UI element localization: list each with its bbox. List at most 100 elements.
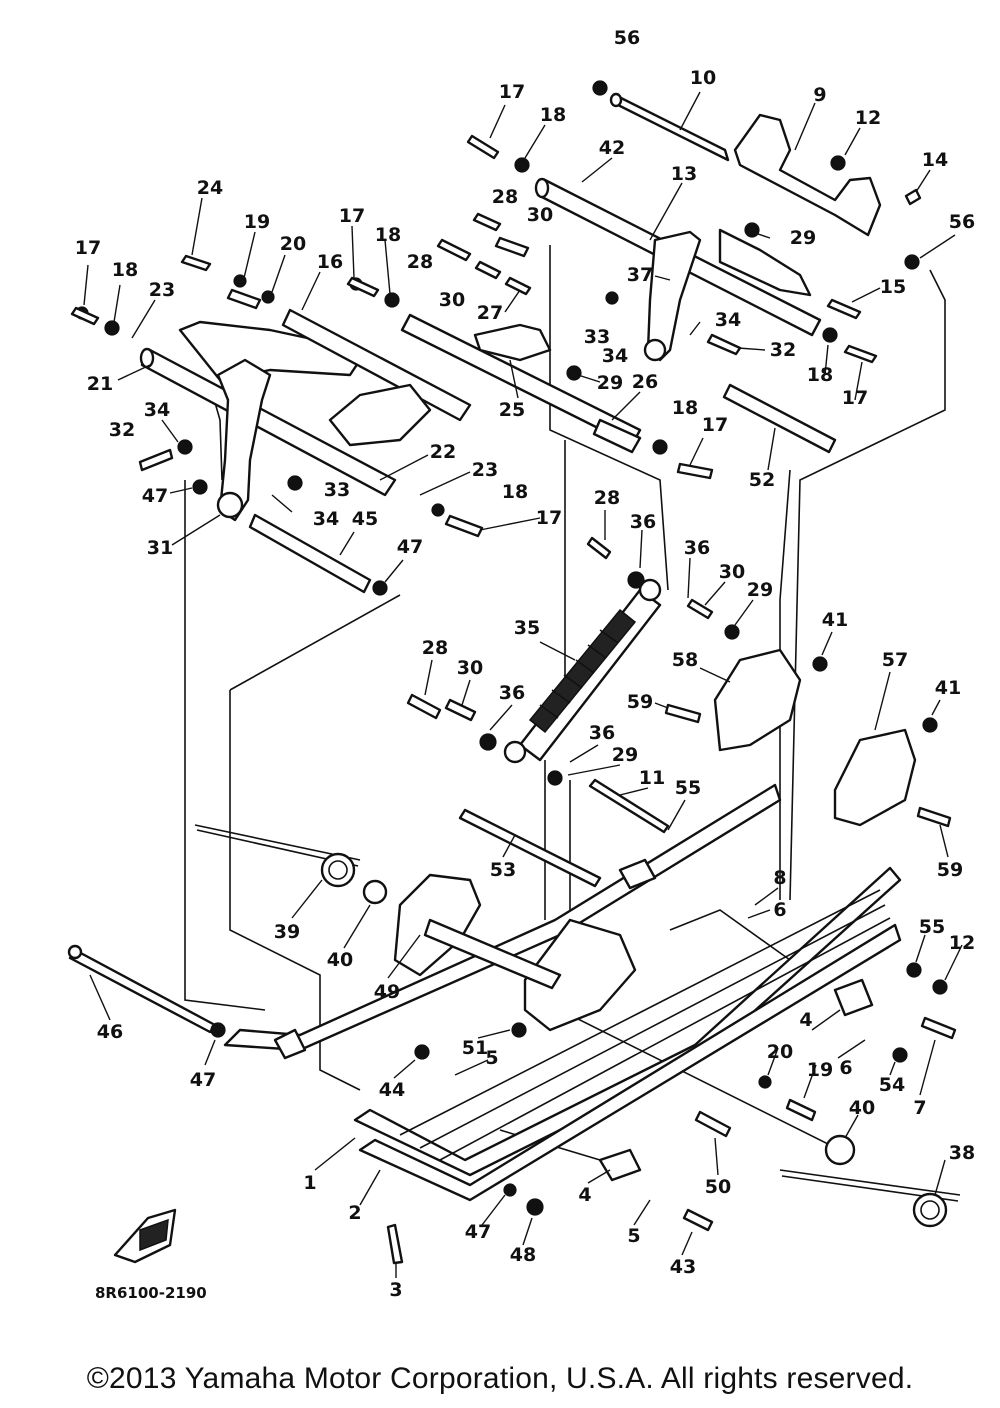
callout-label: 34: [144, 399, 170, 421]
callout-label: 29: [790, 227, 816, 249]
callout-label: 38: [949, 1142, 975, 1164]
callout-label: 36: [589, 722, 615, 744]
suspension-exploded-diagram: 56 10 9 17 18 12 14 42 13 56 24 28 30 29…: [67, 27, 975, 1302]
callout-label: 12: [855, 107, 881, 129]
callout-label: 30: [719, 561, 745, 583]
callout-label: 21: [87, 373, 113, 395]
callout-label: 2: [348, 1202, 361, 1224]
callout-label: 11: [639, 767, 665, 789]
callout-label: 5: [485, 1047, 498, 1069]
callout-label: 50: [705, 1176, 731, 1198]
callout-label: 18: [672, 397, 698, 419]
callout-label: 36: [630, 511, 656, 533]
callout-label: 32: [109, 419, 135, 441]
callout-label: 4: [799, 1009, 812, 1031]
brackets: [393, 648, 917, 1032]
callout-label: 41: [822, 609, 848, 631]
fasteners: [75, 80, 948, 1216]
callout-label: 12: [949, 932, 975, 954]
callout-label: 19: [807, 1059, 833, 1081]
callout-label: 17: [499, 81, 525, 103]
callout-label: 8: [773, 867, 786, 889]
callout-label: 17: [842, 387, 868, 409]
callout-label: 17: [702, 414, 728, 436]
callout-label: 41: [935, 677, 961, 699]
callout-label: 34: [715, 309, 741, 331]
callout-label: 57: [882, 649, 908, 671]
callout-label: 40: [849, 1097, 875, 1119]
callout-label: 47: [465, 1221, 491, 1243]
callout-label: 29: [597, 372, 623, 394]
small-hardware: [67, 778, 874, 1182]
callout-label: 37: [627, 264, 653, 286]
callout-label: 36: [684, 537, 710, 559]
callout-label: 6: [773, 899, 786, 921]
callout-label: 4: [578, 1184, 591, 1206]
shafts: [248, 383, 837, 594]
callout-label: 36: [499, 682, 525, 704]
callout-label: 6: [839, 1057, 852, 1079]
callout-label: 42: [599, 137, 625, 159]
callout-label: 33: [584, 326, 610, 348]
callout-label: 46: [97, 1021, 123, 1043]
callout-label: 34: [313, 508, 339, 530]
callout-labels: 56 10 9 17 18 12 14 42 13 56 24 28 30 29…: [75, 27, 975, 1301]
callout-label: 29: [612, 744, 638, 766]
callout-label: 13: [671, 163, 697, 185]
callout-label: 35: [514, 617, 540, 639]
callout-label: 18: [112, 259, 138, 281]
callout-label: 16: [317, 251, 343, 273]
callout-label: 39: [274, 921, 300, 943]
callout-label: 54: [879, 1074, 905, 1096]
callout-label: 27: [477, 302, 503, 324]
drawing-code: 8R6100-2190: [95, 1284, 207, 1302]
callout-label: 29: [747, 579, 773, 601]
callout-label: 5: [627, 1225, 640, 1247]
callout-label: 30: [527, 204, 553, 226]
callout-label: 28: [492, 186, 518, 208]
callout-label: 25: [499, 399, 525, 421]
callout-label: 10: [690, 67, 716, 89]
callout-label: 30: [439, 289, 465, 311]
callout-label: 40: [327, 949, 353, 971]
callout-label: 47: [397, 536, 423, 558]
callout-label: 23: [472, 459, 498, 481]
callout-label: 48: [510, 1244, 536, 1266]
callout-label: 28: [594, 487, 620, 509]
callout-label: 18: [540, 104, 566, 126]
callout-label: 24: [197, 177, 223, 199]
callout-label: 47: [190, 1069, 216, 1091]
shock-absorber: [503, 578, 662, 764]
copyright-notice: ©2013 Yamaha Motor Corporation, U.S.A. A…: [86, 1362, 914, 1395]
callout-label: 7: [913, 1097, 926, 1119]
callout-label: 59: [627, 691, 653, 713]
callout-label: 56: [614, 27, 640, 49]
rear-upper-arm: [534, 92, 882, 362]
callout-label: 49: [374, 981, 400, 1003]
callout-label: 3: [389, 1279, 402, 1301]
callout-label: 23: [149, 279, 175, 301]
callout-label: 55: [675, 777, 701, 799]
callout-label: 17: [339, 205, 365, 227]
callout-label: 1: [303, 1172, 316, 1194]
leader-lines: [83, 91, 963, 1278]
callout-label: 17: [536, 507, 562, 529]
callout-label: 45: [352, 508, 378, 530]
callout-label: 20: [280, 233, 306, 255]
callout-label: 18: [807, 364, 833, 386]
callout-label: 33: [324, 479, 350, 501]
callout-label: 31: [147, 537, 173, 559]
callout-label: 18: [375, 224, 401, 246]
front-direction-icon: [113, 1208, 177, 1264]
callout-label: 19: [244, 211, 270, 233]
callout-label: 17: [75, 237, 101, 259]
callout-label: 44: [379, 1079, 405, 1101]
callout-label: 53: [490, 859, 516, 881]
bolts: [70, 134, 957, 1265]
callout-label: 47: [142, 485, 168, 507]
callout-label: 28: [422, 637, 448, 659]
springs: [194, 824, 961, 1228]
callout-label: 22: [430, 441, 456, 463]
callout-label: 14: [922, 149, 948, 171]
callout-label: 9: [813, 84, 826, 106]
